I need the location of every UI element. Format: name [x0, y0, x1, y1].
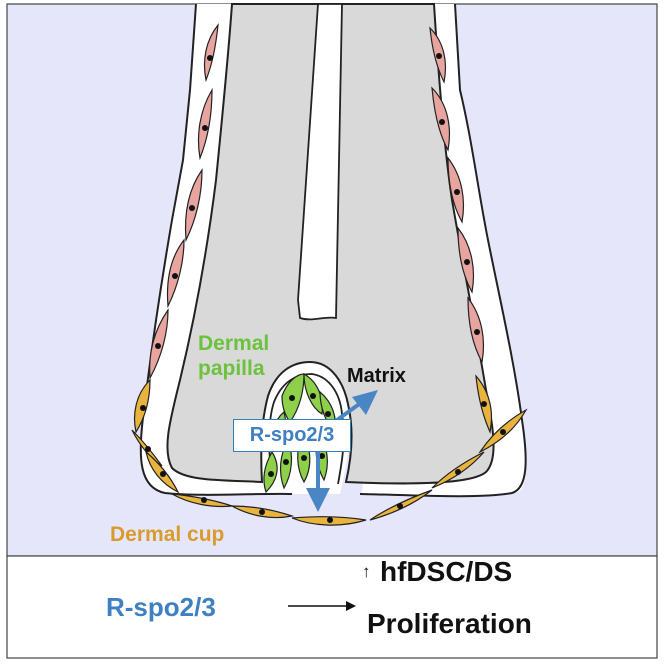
sheath-cell	[431, 86, 451, 152]
sheath-cell	[184, 168, 203, 243]
nucleus	[327, 517, 333, 523]
nucleus	[289, 395, 295, 401]
nucleus	[140, 405, 146, 411]
increase-arrow-icon: ↑	[362, 562, 371, 581]
summary-effect-line1: hfDSC/DS	[380, 556, 513, 587]
nucleus	[259, 509, 265, 515]
summary-arrow-icon	[288, 601, 356, 611]
nucleus	[464, 259, 470, 265]
nucleus	[454, 189, 460, 195]
rspo-label-box: R-spo2/3	[233, 419, 351, 452]
signaling-arrows	[306, 390, 378, 512]
nucleus	[301, 455, 307, 461]
sheath-cells-left	[149, 23, 219, 381]
arrow-to-matrix-head	[352, 390, 378, 415]
nucleus	[201, 497, 207, 503]
nucleus	[439, 119, 445, 125]
dermal-cup-cells	[131, 374, 528, 526]
summary-factor: R-spo2/3	[106, 592, 216, 622]
hair-shaft-core	[297, 3, 343, 321]
nucleus	[310, 393, 316, 399]
nucleus	[397, 503, 403, 509]
rspo-label: R-spo2/3	[249, 424, 335, 446]
nucleus	[268, 471, 274, 477]
nucleus	[500, 429, 506, 435]
nucleus	[145, 446, 151, 452]
nucleus	[436, 53, 442, 59]
nucleus	[455, 469, 461, 475]
dermal-papilla-label-line1: Dermal	[198, 332, 270, 355]
summary-effect-line2: Proliferation	[367, 608, 532, 639]
summary-panel	[6, 555, 658, 659]
nucleus	[481, 401, 487, 407]
nucleus	[319, 453, 325, 459]
sheath-cell	[197, 87, 213, 161]
dermal-cup-label: Dermal cup	[110, 523, 225, 546]
sheath-cell	[166, 238, 185, 309]
dermal-papilla-label-line2: papilla	[198, 357, 265, 380]
nucleus	[189, 205, 195, 211]
nucleus	[172, 273, 178, 279]
nucleus	[283, 459, 289, 465]
nucleus	[325, 411, 331, 417]
outer-sheath-outline-left	[139, 3, 293, 496]
nucleus	[202, 125, 208, 131]
dermal-papilla-label: Dermal papilla	[198, 331, 269, 381]
nucleus	[207, 55, 213, 61]
outer-sheath-outline-right	[359, 3, 527, 498]
sheath-cell	[203, 23, 219, 83]
nucleus	[474, 329, 480, 335]
matrix-label: Matrix	[347, 365, 406, 387]
sheath-cells-right	[429, 26, 485, 364]
nucleus	[160, 471, 166, 477]
arrow-to-cup-head	[306, 488, 330, 512]
nucleus	[155, 343, 161, 349]
